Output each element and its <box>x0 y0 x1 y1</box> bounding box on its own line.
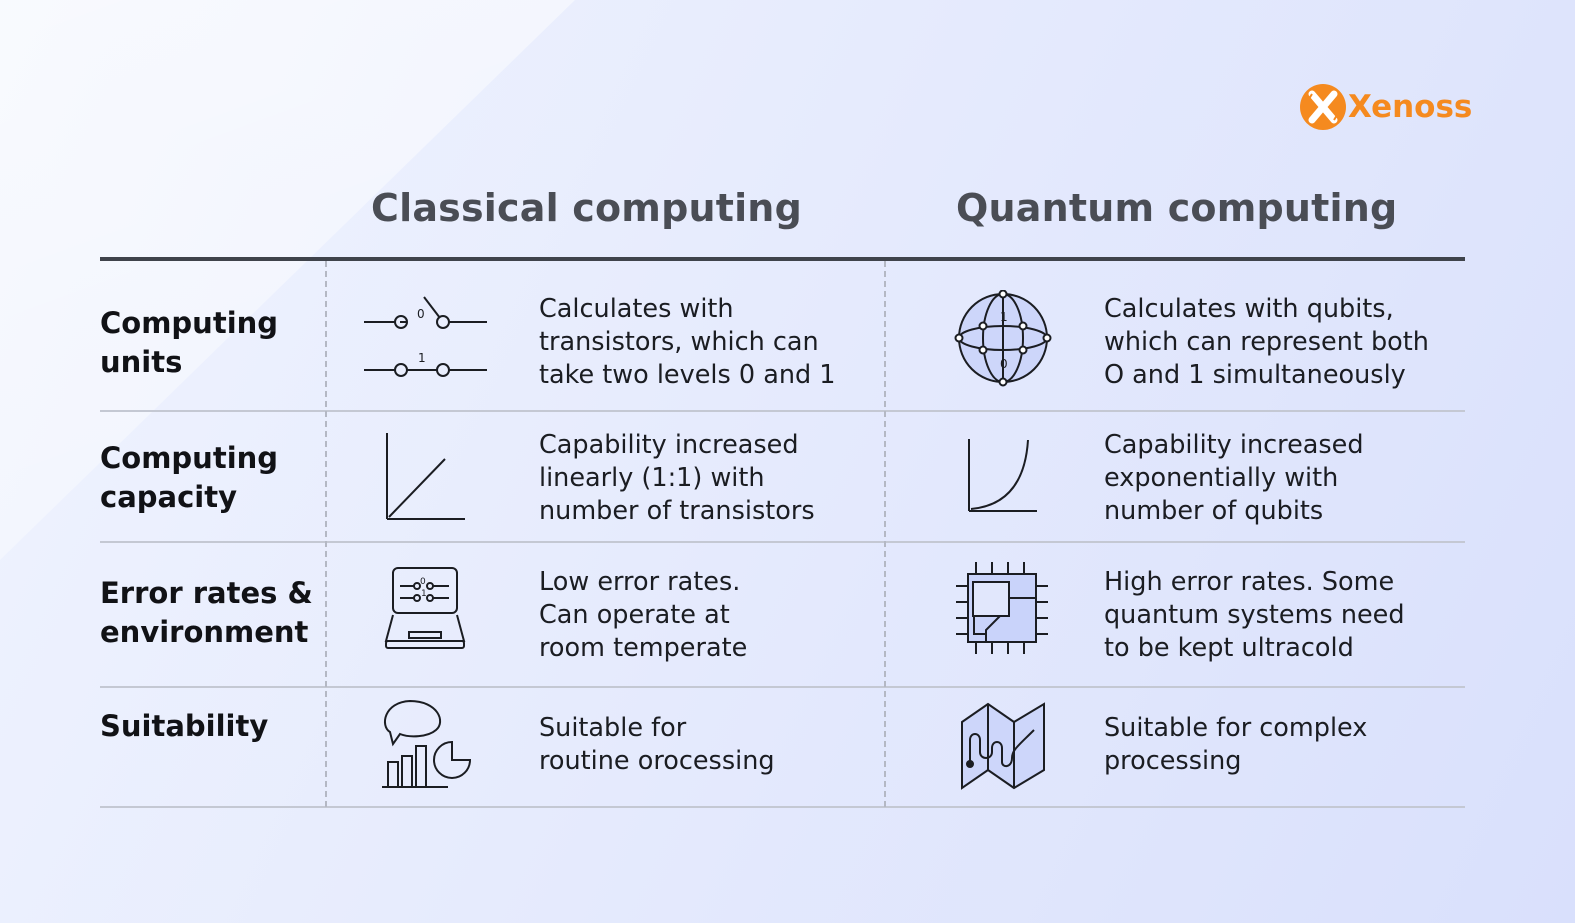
quantum-column-header: Quantum computing <box>956 186 1398 230</box>
chip-icon <box>952 560 1052 665</box>
linear-graph-icon <box>384 430 468 529</box>
quantum-computing-units-text: Calculates with qubits, which can repres… <box>1104 294 1429 390</box>
bloch-label-0: 0 <box>1000 357 1008 371</box>
laptop-label-1: 1 <box>421 589 427 599</box>
row-divider <box>100 686 1465 688</box>
chat-chart-icon <box>378 696 478 797</box>
row-label-suitability: Suitability <box>100 709 269 743</box>
quantum-suitability-text: Suitable for complex processing <box>1104 713 1368 776</box>
quantum-error-rates-text: High error rates. Some quantum systems n… <box>1104 567 1405 663</box>
laptop-label-0: 0 <box>420 577 426 587</box>
row-label-computing-capacity: Computing capacity <box>100 441 279 514</box>
bloch-label-1: 1 <box>1000 310 1008 324</box>
classical-computing-capacity-text: Capability increased linearly (1:1) with… <box>539 430 815 526</box>
switch-icon-label-0: 0 <box>417 307 425 321</box>
switch-icon: 0 1 <box>362 292 492 392</box>
quantum-computing-capacity-text: Capability increased exponentially with … <box>1104 430 1364 526</box>
xenoss-logo: Xenoss <box>1300 84 1472 130</box>
switch-icon-label-1: 1 <box>418 351 426 365</box>
classical-computing-units-text: Calculates with transistors, which can t… <box>539 294 836 390</box>
classical-column-header: Classical computing <box>371 186 802 230</box>
classical-suitability-text: Suitable for routine orocessing <box>539 713 775 776</box>
row-label-computing-units: Computing units <box>100 306 279 379</box>
header-rule <box>100 257 1465 261</box>
column-divider <box>884 261 886 807</box>
map-route-icon <box>958 700 1050 797</box>
exponential-graph-icon <box>966 436 1040 521</box>
laptop-icon: 0 1 <box>384 565 468 658</box>
classical-error-rates-text: Low error rates. Can operate at room tem… <box>539 567 748 663</box>
row-divider <box>100 806 1465 808</box>
row-label-error-rates: Error rates & environment <box>100 576 313 649</box>
xenoss-logo-text: Xenoss <box>1348 89 1473 125</box>
background-shard <box>0 0 575 560</box>
column-divider <box>325 261 327 807</box>
bloch-sphere-icon: 1 0 <box>954 289 1054 395</box>
row-divider <box>100 541 1465 543</box>
xenoss-logo-mark-icon <box>1300 84 1346 130</box>
row-divider <box>100 410 1465 412</box>
